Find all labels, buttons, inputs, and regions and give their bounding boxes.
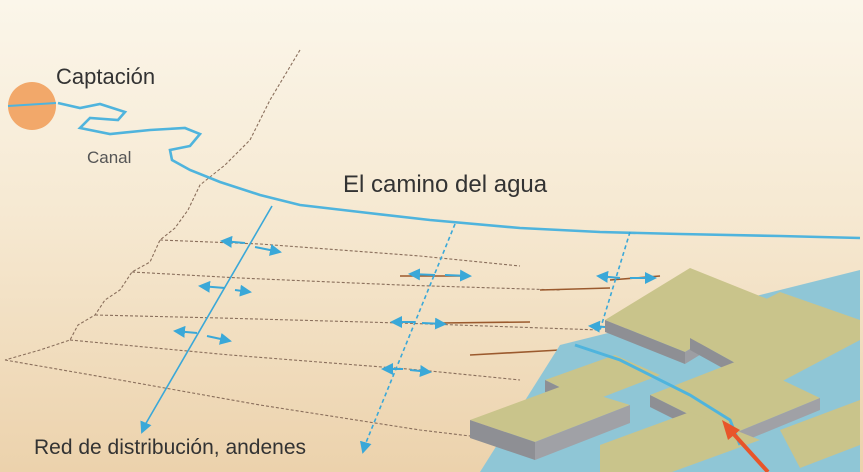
canal-path xyxy=(57,101,861,240)
captacion-source xyxy=(7,82,57,130)
label-canal: Canal xyxy=(87,148,132,167)
label-camino-del-agua: El camino del agua xyxy=(343,171,548,198)
distribution-channels xyxy=(144,205,631,446)
label-red-distribucion: Red de distribución, andenes xyxy=(34,436,307,459)
inflow-arrow xyxy=(722,420,770,472)
label-captacion: Captación xyxy=(56,64,156,89)
distribution-arrows xyxy=(140,235,657,454)
terrace-blocks xyxy=(470,268,860,472)
terrain-contours xyxy=(4,49,601,437)
